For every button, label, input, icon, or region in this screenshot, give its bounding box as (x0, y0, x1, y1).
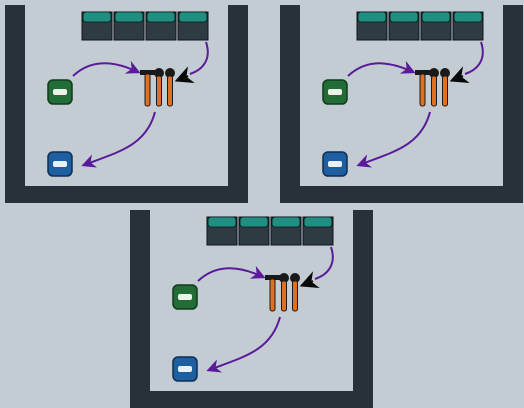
arrow-tools-to-plate (356, 111, 431, 168)
blue-plate-icon[interactable] (172, 356, 198, 382)
arrow-head-black (299, 271, 320, 289)
arrow-counter-to-tools (464, 41, 484, 75)
dispenser-icon[interactable] (356, 11, 484, 41)
path-arrows (347, 41, 484, 168)
green-plate-icon[interactable] (172, 284, 198, 310)
dispenser-icon[interactable] (206, 216, 334, 246)
arrow-counter-to-tools (314, 246, 334, 280)
hammer-and-wrench-icon[interactable] (415, 68, 450, 107)
wall (280, 5, 523, 203)
wall (130, 210, 373, 408)
arrow-plate-to-tools (72, 60, 141, 77)
arrow-tools-to-plate (81, 111, 156, 168)
hammer-and-wrench-icon[interactable] (265, 273, 300, 312)
path-arrows (197, 246, 334, 373)
wall (5, 5, 248, 203)
arrow-plate-to-tools (197, 265, 266, 282)
green-plate-icon[interactable] (322, 79, 348, 105)
arrow-tools-to-plate (206, 316, 281, 373)
room-3-scene (130, 210, 373, 408)
arrow-head-black (449, 66, 470, 84)
arrow-head-black (174, 66, 195, 84)
blue-plate-icon[interactable] (47, 151, 73, 177)
arrow-plate-to-tools (347, 60, 416, 77)
room-1-scene (5, 5, 248, 203)
hammer-and-wrench-icon[interactable] (140, 68, 175, 107)
blue-plate-icon[interactable] (322, 151, 348, 177)
arrow-counter-to-tools (189, 41, 209, 75)
green-plate-icon[interactable] (47, 79, 73, 105)
room-2-scene (280, 5, 523, 203)
path-arrows (72, 41, 209, 168)
dispenser-icon[interactable] (81, 11, 209, 41)
